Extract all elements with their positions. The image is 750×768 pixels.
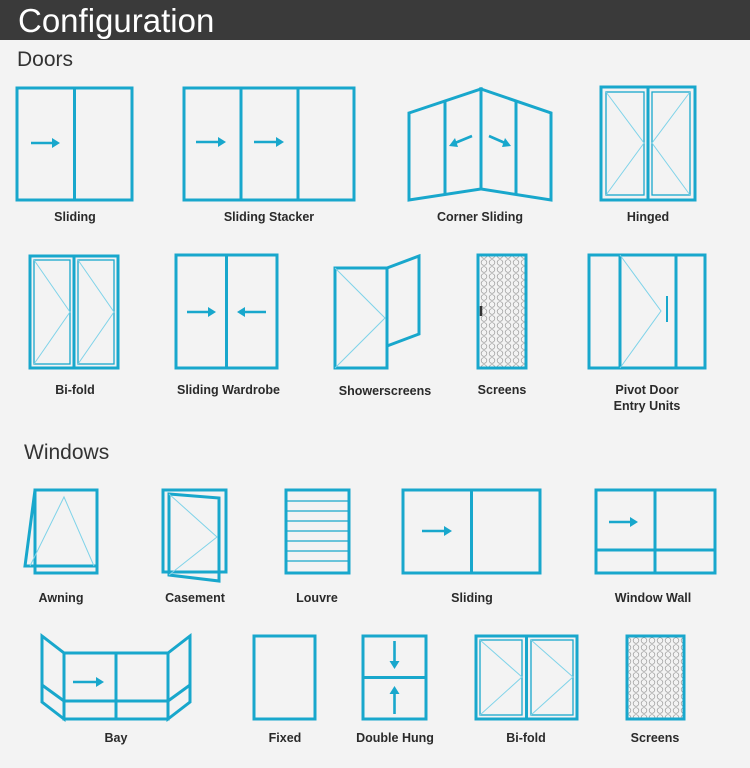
- screen-door-icon: [476, 253, 528, 370]
- page-title: Configuration: [18, 2, 215, 39]
- bifold-window-icon: [474, 634, 579, 721]
- label-door-hinged: Hinged: [626, 210, 670, 224]
- sliding-wardrobe-icon: [174, 253, 279, 370]
- bay-window-icon: [40, 632, 192, 723]
- label-window-awning: Awning: [38, 591, 84, 605]
- double-hung-window-icon: [361, 634, 428, 721]
- bifold-door-icon: [28, 254, 120, 370]
- label-door-screens: Screens: [477, 383, 527, 397]
- louvre-window-icon: [284, 488, 351, 575]
- sliding-stacker-icon: [182, 86, 356, 202]
- casement-window-icon: [161, 488, 228, 583]
- label-door-sliding-wardrobe: Sliding Wardrobe: [176, 383, 280, 397]
- label-window-sliding: Sliding: [451, 591, 493, 605]
- label-window-bifold: Bi-fold: [506, 731, 546, 745]
- label-door-corner-sliding: Corner Sliding: [436, 210, 524, 224]
- section-title-doors: Doors: [17, 48, 74, 71]
- label-window-screens: Screens: [630, 731, 680, 745]
- label-door-sliding-stacker: Sliding Stacker: [223, 210, 315, 224]
- label-door-pivot-entry: Pivot Door Entry Units: [613, 383, 681, 413]
- fixed-window-icon: [252, 634, 317, 721]
- section-title-windows: Windows: [24, 441, 110, 464]
- page-header: Configuration: [0, 0, 750, 40]
- label-window-casement: Casement: [165, 591, 225, 605]
- screen-window-icon: [625, 634, 686, 721]
- pivot-door-icon: [587, 253, 707, 370]
- corner-sliding-icon: [407, 86, 553, 202]
- label-window-fixed: Fixed: [268, 731, 302, 745]
- window-wall-icon: [594, 488, 717, 575]
- label-window-bay: Bay: [104, 731, 128, 745]
- hinged-door-icon: [599, 85, 697, 202]
- label-door-sliding: Sliding: [54, 210, 96, 224]
- label-door-showerscreens: Showerscreens: [338, 384, 432, 398]
- label-window-wall: Window Wall: [614, 591, 692, 605]
- sliding-door-icon: [15, 86, 134, 202]
- awning-window-icon: [23, 488, 99, 575]
- label-window-louvre: Louvre: [296, 591, 338, 605]
- sliding-window-icon: [401, 488, 542, 575]
- showerscreen-icon: [333, 253, 421, 370]
- label-door-bifold: Bi-fold: [55, 383, 95, 397]
- label-window-double-hung: Double Hung: [356, 731, 434, 745]
